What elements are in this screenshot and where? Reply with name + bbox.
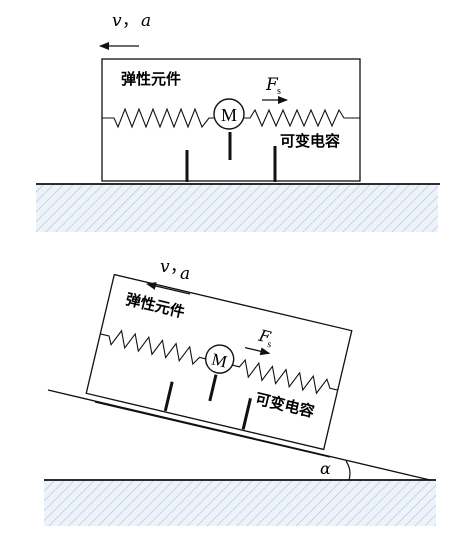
bottom-force-arrow: [244, 346, 271, 356]
bottom-velocity-label: v: [160, 257, 170, 277]
bottom-capacitor-plate-1: [163, 381, 174, 412]
top-figure: v ， a 弹性元件 F s M 可变电容: [36, 11, 440, 232]
bottom-ground-hatch: [44, 480, 436, 526]
bottom-tilted-housing: 弹性元件 F s M 可变电容: [85, 273, 353, 451]
bottom-capacitor-label: 可变电容: [254, 390, 317, 421]
top-mass: [213, 98, 245, 130]
top-separator: ，: [122, 11, 139, 30]
bottom-force-label: F: [256, 326, 273, 347]
top-elastic-label: 弹性元件: [121, 70, 181, 88]
angle-arc: [345, 460, 351, 481]
top-force-sub: s: [277, 86, 281, 97]
bottom-left-spring: [100, 329, 206, 366]
bottom-capacitor-plate-moving: [208, 374, 218, 402]
bottom-elastic-label: 弹性元件: [124, 290, 187, 321]
bottom-force-sub: s: [266, 339, 272, 351]
bottom-separator: ，: [170, 257, 187, 276]
bottom-capacitor-plate-2: [241, 397, 252, 430]
top-right-spring: [243, 108, 360, 128]
bottom-housing-base: [94, 401, 331, 458]
top-ground-hatch: [36, 184, 438, 232]
bottom-mass: [204, 344, 235, 374]
bottom-velocity-arrow: [146, 282, 191, 295]
bottom-mass-label: M: [210, 350, 229, 372]
top-accel-label: a: [141, 11, 151, 31]
bottom-figure: α v ， a 弹性元件 F s M 可变电容: [44, 257, 436, 526]
bottom-accel-label: a: [180, 264, 190, 284]
bottom-right-spring: [232, 358, 338, 395]
top-force-label: F: [265, 75, 279, 95]
top-left-spring: [102, 107, 215, 129]
top-housing: [101, 58, 361, 182]
angle-label: α: [320, 459, 331, 478]
top-velocity-label: v: [112, 11, 122, 31]
incline-line: [47, 389, 431, 481]
top-capacitor-label: 可变电容: [280, 132, 340, 150]
top-mass-label: M: [221, 105, 237, 125]
